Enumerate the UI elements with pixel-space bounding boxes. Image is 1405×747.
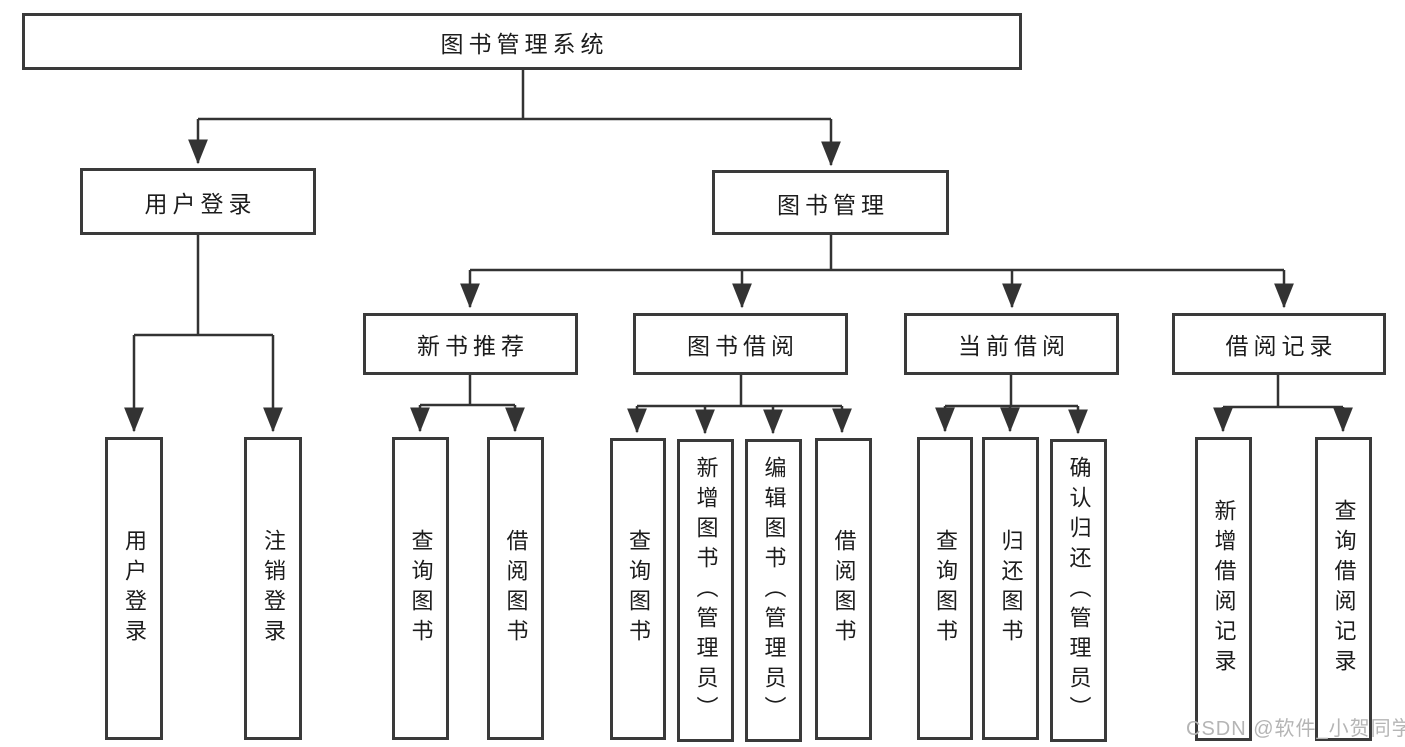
leaf-confirm-return-admin-label: 确认归还（管理员） (1066, 455, 1092, 726)
node-current-borrowing: 当前借阅 (904, 313, 1119, 375)
leaf-borrow-books-newbook-label: 借阅图书 (503, 528, 529, 649)
leaf-add-books-admin: 新增图书（管理员） (677, 439, 734, 742)
node-book-borrowing: 图书借阅 (633, 313, 848, 375)
leaf-query-books-newbook-label: 查询图书 (408, 528, 434, 649)
leaf-query-books-current-label: 查询图书 (933, 528, 958, 649)
leaf-query-books-borrowing-label: 查询图书 (626, 529, 651, 649)
leaf-borrow-books-borrowing: 借阅图书 (815, 438, 872, 740)
node-library-management-system: 图书管理系统 (22, 13, 1022, 70)
node-borrowing-records: 借阅记录 (1172, 313, 1386, 375)
node-new-book-recommend: 新书推荐 (363, 313, 578, 375)
leaf-query-borrow-record-label: 查询借阅记录 (1331, 499, 1357, 679)
node-user-login: 用户登录 (80, 168, 316, 235)
node-book-management: 图书管理 (712, 170, 949, 235)
leaf-user-login-label: 用户登录 (122, 528, 147, 649)
leaf-confirm-return-admin: 确认归还（管理员） (1050, 439, 1107, 742)
leaf-add-borrow-record: 新增借阅记录 (1195, 437, 1252, 741)
leaf-edit-books-admin: 编辑图书（管理员） (745, 439, 802, 742)
leaf-logout: 注销登录 (244, 437, 302, 740)
leaf-query-books-current: 查询图书 (917, 437, 973, 740)
leaf-query-books-newbook: 查询图书 (392, 437, 449, 740)
leaf-query-books-borrowing: 查询图书 (610, 438, 666, 740)
leaf-add-books-admin-label: 新增图书（管理员） (693, 455, 719, 726)
leaf-borrow-books-borrowing-label: 借阅图书 (831, 529, 857, 649)
leaf-edit-books-admin-label: 编辑图书（管理员） (761, 455, 787, 726)
csdn-watermark: CSDN @软件_小贺同学 (1186, 718, 1405, 740)
leaf-add-borrow-record-label: 新增借阅记录 (1211, 499, 1237, 679)
leaf-return-books: 归还图书 (982, 437, 1039, 740)
leaf-borrow-books-newbook: 借阅图书 (487, 437, 544, 740)
leaf-user-login: 用户登录 (105, 437, 163, 740)
leaf-return-books-label: 归还图书 (998, 528, 1024, 649)
leaf-query-borrow-record: 查询借阅记录 (1315, 437, 1372, 741)
leaf-logout-label: 注销登录 (261, 528, 286, 649)
